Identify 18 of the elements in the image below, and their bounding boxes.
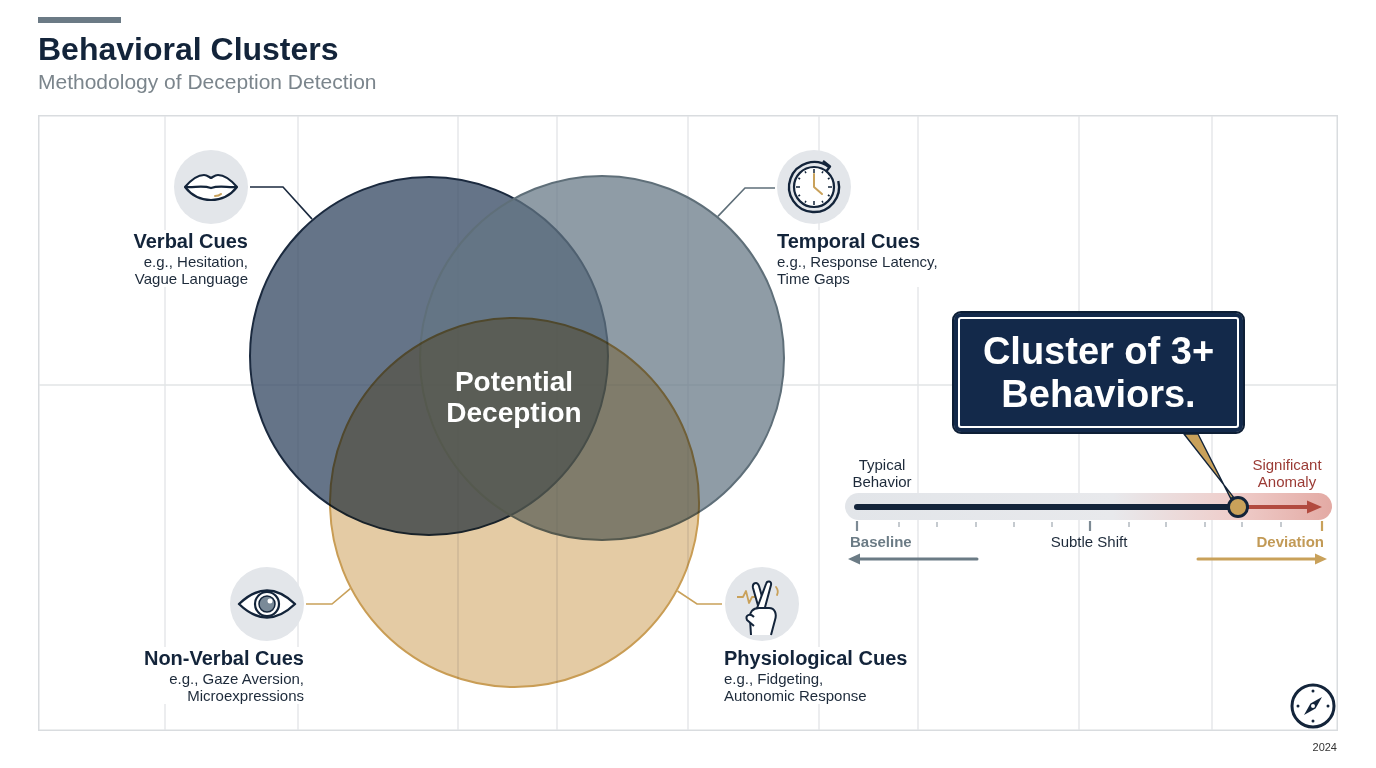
- leader-line: [676, 590, 723, 605]
- intersection-label: Potential Deception: [429, 366, 599, 428]
- callout-text: Cluster of 3+ Behaviors.: [981, 329, 1216, 416]
- scale-label: Baseline: [850, 533, 912, 550]
- scale-label: Significant Anomaly: [1251, 456, 1323, 490]
- subtitle: Methodology of Deception Detection: [38, 70, 377, 94]
- scale-label: Deviation: [1256, 533, 1324, 550]
- title: Behavioral Clusters: [38, 31, 339, 67]
- scale-label: Subtle Shift: [1049, 533, 1129, 550]
- footer-text: 2024: [1312, 741, 1337, 753]
- callout-pointer: [1183, 433, 1234, 500]
- cue-heading: Physiological Cues: [724, 647, 908, 670]
- callout-box: [952, 311, 1245, 434]
- scale-label: Typical Behavior: [851, 456, 913, 490]
- cue-heading: Temporal Cues: [777, 230, 920, 253]
- leader-line: [305, 587, 352, 605]
- cue-heading: Non-Verbal Cues: [143, 647, 304, 670]
- cue-heading: Verbal Cues: [133, 230, 248, 253]
